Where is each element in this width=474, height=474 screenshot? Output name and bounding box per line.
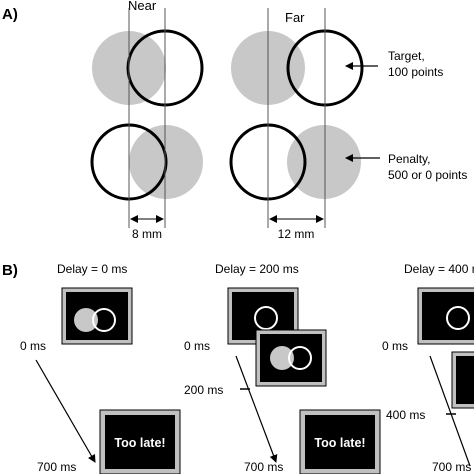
delay-0-header: Delay = 0 ms (57, 262, 127, 276)
feedback-screen (105, 415, 175, 469)
far-bottom-stimulus (229, 123, 361, 201)
target-label-line2: 100 points (388, 65, 443, 79)
delay-200-time-arrow (235, 355, 278, 463)
delay-200-timeline: Delay = 200 ms 0 ms 200 ms Too late! 700… (184, 262, 381, 474)
delay-200-end-time: 700 ms (244, 460, 283, 474)
panel-b-label: B) (2, 262, 18, 279)
delay-400-header: Delay = 400 ms (404, 262, 474, 276)
delay-400-end-time: 700 ms (432, 460, 471, 474)
panel-a-label: A) (2, 6, 18, 23)
delay-400-onset-time: 400 ms (386, 408, 425, 422)
target-circle (92, 308, 116, 332)
far-top-stimulus (231, 29, 364, 107)
delay-200-header: Delay = 200 ms (215, 262, 299, 276)
near-bottom-stimulus (90, 123, 203, 201)
far-separation: 12 mm (278, 227, 315, 241)
delay-0-timeline: Delay = 0 ms 0 ms Too late! 700 ms (20, 262, 181, 474)
penalty-circle (74, 308, 98, 332)
stimulus-screen (456, 356, 474, 404)
target-circle (446, 306, 470, 330)
near-top-stimulus (92, 29, 204, 107)
penalty-circle (270, 346, 294, 370)
near-title: Near (128, 0, 157, 13)
delay-0-end-time: 700 ms (37, 460, 76, 474)
feedback-screen (305, 415, 375, 469)
delay-200-start-time: 0 ms (184, 339, 210, 353)
delay-400-timeline: Delay = 400 ms 0 ms 400 ms 700 ms (382, 262, 474, 474)
delay-200-onset-time: 200 ms (184, 383, 223, 397)
near-separation: 8 mm (132, 227, 162, 241)
too-late-message: Too late! (114, 436, 165, 450)
delay-0-start-time: 0 ms (20, 339, 46, 353)
penalty-label-line2: 500 or 0 points (388, 168, 467, 182)
target-circle (254, 306, 278, 330)
delay-400-time-arrow (429, 355, 471, 467)
too-late-message: Too late! (314, 436, 365, 450)
penalty-circle (287, 125, 361, 199)
far-title: Far (285, 10, 305, 25)
delay-0-time-arrow (35, 359, 96, 463)
target-circle (288, 346, 312, 370)
delay-400-start-time: 0 ms (382, 339, 408, 353)
penalty-label-line1: Penalty, (388, 152, 430, 166)
target-label-line1: Target, (388, 49, 425, 63)
